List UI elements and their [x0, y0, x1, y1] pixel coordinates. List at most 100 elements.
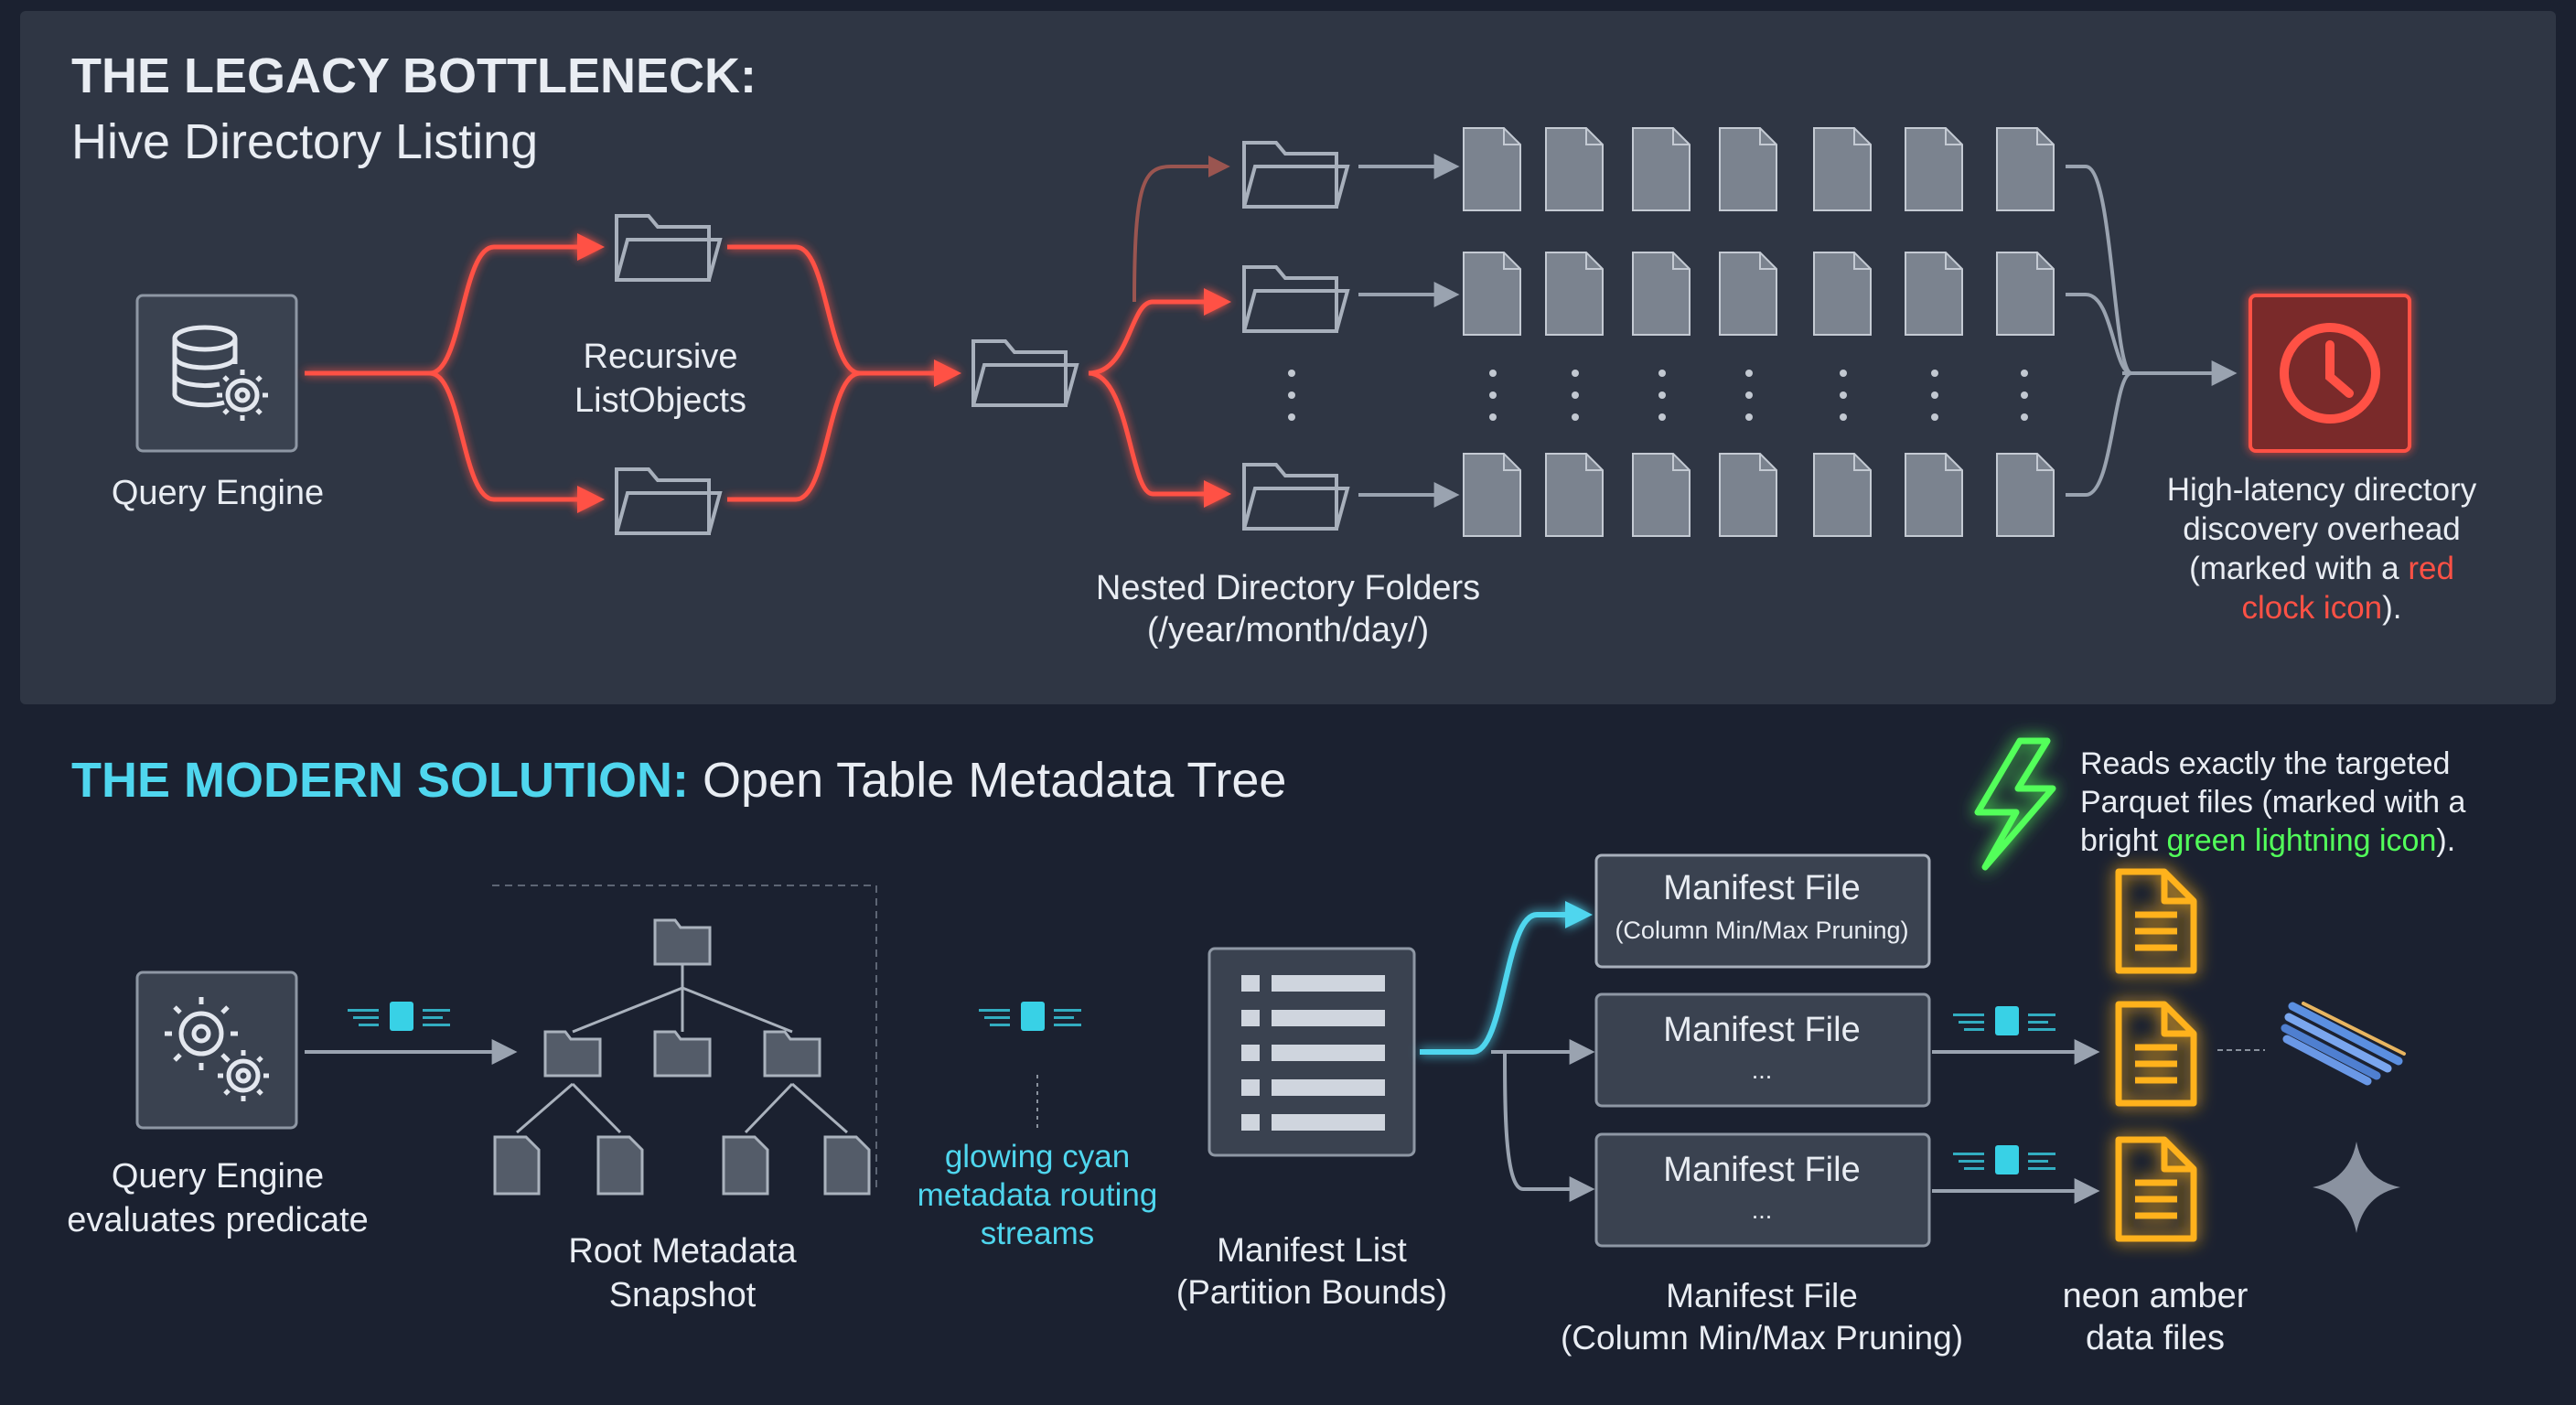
- query-engine-box-bottom: [135, 971, 298, 1130]
- top-subtitle: Hive Directory Listing: [71, 114, 539, 169]
- ellipsis-dot: [1572, 391, 1579, 399]
- file-icon: [1463, 453, 1521, 537]
- file-icon-fold: [1503, 252, 1520, 270]
- manifest-caption-line2: (Column Min/Max Pruning): [1560, 1319, 1964, 1357]
- data-packet-icon: [348, 1002, 450, 1031]
- manifest-list-icon: [1208, 947, 1416, 1157]
- ellipsis-dot: [1840, 391, 1847, 399]
- latency-line4-post: ).: [2382, 590, 2402, 626]
- file-icon: [1996, 252, 2055, 336]
- file-icon: [1813, 252, 1872, 336]
- tree-boundary: [492, 885, 877, 1189]
- ellipsis-dot: [1288, 413, 1295, 421]
- file-icon: [1545, 127, 1604, 211]
- folder-icon: [1242, 265, 1350, 333]
- dim-red-arrow: [1132, 156, 1230, 303]
- query-engine-label-bottom: Query Engine evaluates predicate: [67, 1154, 369, 1242]
- cyan-stream-manifest-1: [1420, 901, 1593, 1055]
- manifest-3-title: Manifest File: [1663, 1151, 1861, 1189]
- query-line1: Query Engine: [111, 1157, 325, 1196]
- top-title: THE LEGACY BOTTLENECK:: [71, 48, 757, 103]
- bottom-title: THE MODERN SOLUTION: Open Table Metadata…: [71, 752, 1286, 809]
- data-packet-icon: [1953, 1145, 2055, 1174]
- file-icon-fold: [1585, 252, 1603, 270]
- file-icon: [1905, 127, 1963, 211]
- reads-line2: Parquet files (marked with a: [2080, 785, 2466, 820]
- query-engine-box-top: [135, 294, 298, 453]
- file-icon: [1996, 127, 2055, 211]
- file-icon-fold: [1945, 454, 1962, 471]
- metadata-tree-icon: [516, 965, 848, 1134]
- latency-line4-red: clock icon: [2241, 590, 2383, 626]
- file-icon: [1545, 252, 1604, 336]
- manifest-2-sub: ...: [1751, 1056, 1773, 1084]
- ellipsis-dot: [2021, 391, 2028, 399]
- file-icon: [1996, 453, 2055, 537]
- green-lightning-icon: [1974, 737, 2056, 871]
- file-icon-fold: [1672, 454, 1690, 471]
- ellipsis-dot: [1931, 391, 1938, 399]
- tree-files: [493, 1135, 871, 1196]
- amber-file-icon: [2115, 1136, 2197, 1242]
- file-icon: [1905, 252, 1963, 336]
- latency-line3-pre: (marked with a: [2189, 551, 2409, 586]
- file-icon: [1719, 127, 1777, 211]
- ellipsis-dot: [1489, 370, 1497, 377]
- ellipsis-dot: [1288, 391, 1295, 399]
- manifest-caption: Manifest File (Column Min/Max Pruning): [1561, 1275, 1963, 1359]
- folder-icon: [1242, 463, 1350, 531]
- file-icon-fold: [1759, 252, 1776, 270]
- file-icon-fold: [1853, 454, 1871, 471]
- recursive-label: Recursive ListObjects: [574, 335, 746, 423]
- reads-line1: Reads exactly the targeted: [2080, 746, 2451, 781]
- file-icon: [1463, 252, 1521, 336]
- latency-caption: High-latency directory discovery overhea…: [2167, 470, 2476, 627]
- file-icon-fold: [1853, 252, 1871, 270]
- file-icon-fold: [1945, 128, 1962, 145]
- manifest-1-title: Manifest File: [1663, 869, 1861, 907]
- manifest-list-label: Manifest List (Partition Bounds): [1176, 1229, 1447, 1314]
- database-gear-icon: [172, 325, 268, 421]
- folder-icons-top: [615, 141, 1350, 535]
- file-icon-fold: [2036, 128, 2054, 145]
- tree-folders: [543, 918, 821, 1078]
- file-icon: [1463, 127, 1521, 211]
- file-icon: [1632, 127, 1690, 211]
- merge-arrows: [2066, 165, 2238, 497]
- file-icon: [1545, 453, 1604, 537]
- folder-icon: [971, 339, 1079, 407]
- folder-icon: [1242, 141, 1350, 209]
- ellipsis-dot: [1931, 370, 1938, 377]
- stream-line1: glowing cyan: [944, 1139, 1131, 1174]
- latency-line4: clock icon).: [2167, 588, 2476, 627]
- file-icon: [1813, 453, 1872, 537]
- amber-files-label: neon amber data files: [2063, 1275, 2249, 1359]
- ellipsis-dot: [1572, 413, 1579, 421]
- file-icon: [1719, 252, 1777, 336]
- latency-line1: High-latency directory: [2166, 472, 2477, 508]
- manifest-routing-arrows: [1491, 1039, 1595, 1202]
- stream-label: glowing cyan metadata routing streams: [918, 1138, 1158, 1253]
- ellipsis-dot: [1840, 413, 1847, 421]
- recursive-label-line2: ListObjects: [574, 381, 746, 420]
- folder-icon: [615, 214, 723, 282]
- manifest-file-box-1: [1594, 853, 1931, 969]
- ellipsis-dot: [2021, 413, 2028, 421]
- manifest-caption-line1: Manifest File: [1666, 1277, 1858, 1314]
- root-line2: Snapshot: [608, 1276, 757, 1314]
- ellipsis-dot: [1658, 413, 1666, 421]
- reads-line3-green: green lightning icon: [2166, 823, 2437, 858]
- reads-line3-post: ).: [2436, 823, 2456, 858]
- ellipsis-dot: [1745, 413, 1753, 421]
- stream-line3: streams: [980, 1216, 1095, 1251]
- ellipsis-dot: [1658, 370, 1666, 377]
- root-line1: Root Metadata: [568, 1232, 797, 1271]
- red-recursive-flow: [305, 233, 1231, 513]
- stream-line2: metadata routing: [917, 1177, 1158, 1213]
- red-clock-icon: [2249, 294, 2411, 453]
- parquet-stripes-icon: [2281, 1002, 2406, 1086]
- file-icon-fold: [2036, 454, 2054, 471]
- reads-line3: bright green lightning icon).: [2080, 821, 2465, 860]
- amber-line1: neon amber: [2062, 1277, 2249, 1315]
